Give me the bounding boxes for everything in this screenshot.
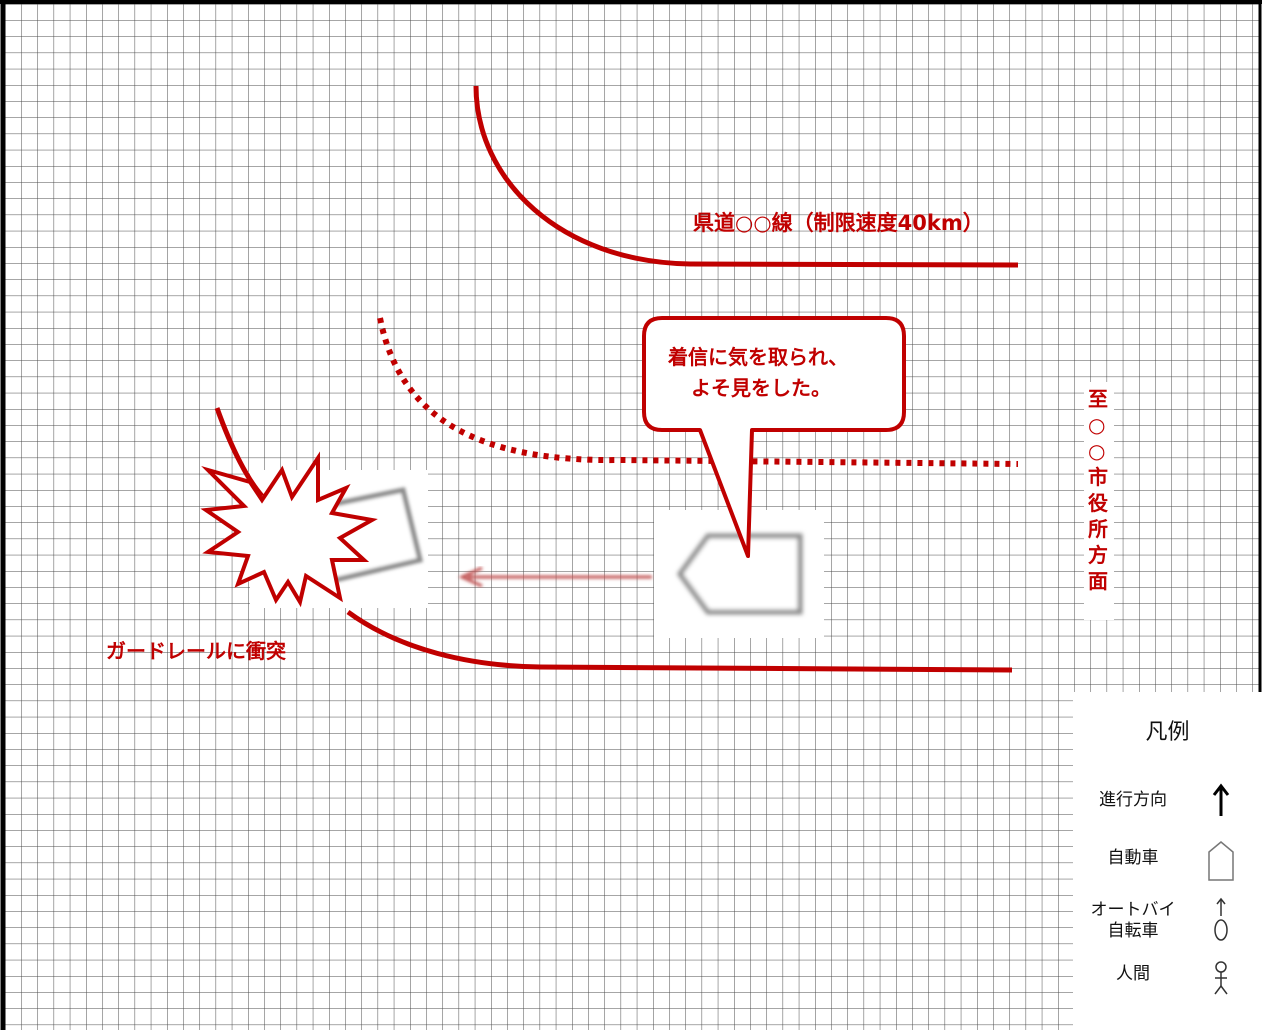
legend-panel: 凡例 進行方向 自動車 オートバイ 自転車 人間: [1073, 692, 1262, 1030]
destination-char: ○: [1088, 439, 1105, 463]
center-line-dotted: [377, 317, 1019, 467]
road-label: 県道○○線（制限速度40km）: [693, 211, 984, 235]
legend-label: 自動車: [1107, 848, 1159, 868]
destination-char: 方: [1088, 543, 1108, 567]
legend-label: 人間: [1116, 964, 1150, 984]
grid-background: [5, 4, 1260, 1030]
collision-burst-icon: [200, 451, 378, 608]
destination-char: 面: [1088, 569, 1108, 593]
current-car: [676, 533, 803, 615]
destination-label: 至 ○ ○ 市 役 所 方 面: [1084, 382, 1114, 620]
destination-char: 所: [1088, 517, 1108, 541]
legend-label: オートバイ 自転車: [1090, 900, 1176, 941]
collision-label: ガードレールに衝突: [106, 639, 286, 663]
thought-callout: [642, 316, 906, 558]
guardrail-lower: [346, 609, 1013, 673]
callout-line-1: 着信に気を取られ、: [667, 345, 848, 369]
destination-char: 市: [1088, 465, 1108, 489]
legend-label: 進行方向: [1099, 790, 1167, 810]
person-icon: [1214, 961, 1228, 995]
destination-char: 役: [1088, 491, 1108, 515]
road-edge-upper: [473, 85, 1019, 268]
car-icon: [1208, 841, 1234, 881]
travel-direction-arrow: [458, 566, 652, 588]
callout-line-2: よそ見をした。: [691, 376, 831, 400]
destination-char: 至: [1088, 387, 1108, 411]
destination-char: ○: [1088, 413, 1105, 437]
arrow-up-icon: [1212, 783, 1230, 816]
motorcycle-icon: [1214, 897, 1228, 941]
legend-title: 凡例: [1145, 720, 1190, 745]
